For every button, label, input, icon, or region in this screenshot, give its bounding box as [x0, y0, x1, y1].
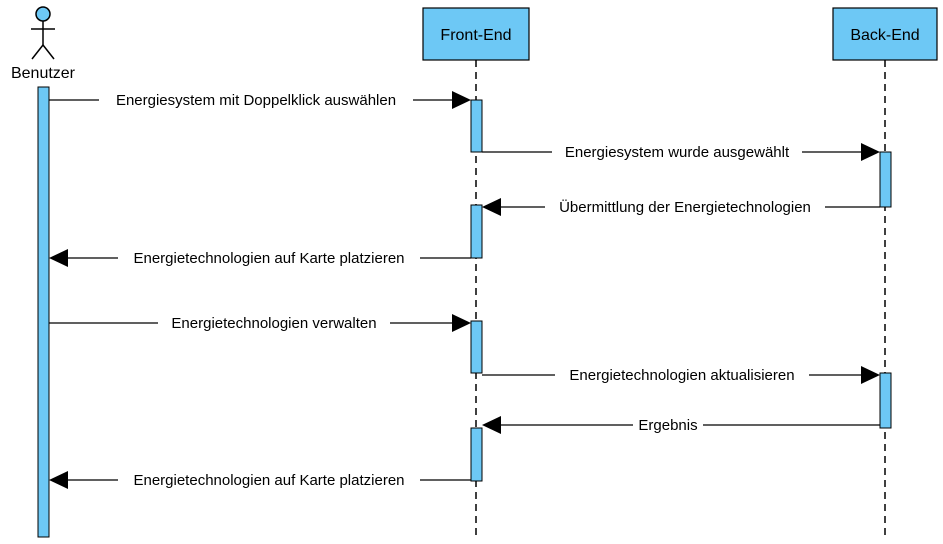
message-arrow: Energietechnologien aktualisieren — [482, 365, 880, 385]
message-label: Energiesystem wurde ausgewählt — [565, 144, 790, 161]
activation-bar-back-end — [879, 372, 892, 429]
message-arrow: Energiesystem wurde ausgewählt — [482, 142, 880, 162]
stick-figure-icon — [31, 6, 55, 60]
actor-label: Benutzer — [11, 65, 76, 82]
message-label: Energietechnologien auf Karte platzieren — [133, 250, 404, 267]
activation-bar-front-end — [470, 427, 483, 482]
activation-bar-front-end — [470, 99, 483, 153]
activation-bar-front-end — [470, 204, 483, 259]
actor-benutzer: Benutzer — [11, 6, 76, 82]
message-label: Energietechnologien auf Karte platzieren — [133, 472, 404, 489]
participant-label: Front-End — [440, 27, 511, 44]
message-arrow: Energietechnologien verwalten — [49, 313, 471, 333]
message-arrow: Energiesystem mit Doppelklick auswählen — [49, 90, 471, 110]
message-arrow: Energietechnologien auf Karte platzieren — [49, 248, 471, 268]
message-arrow: Übermittlung der Energietechnologien — [482, 197, 880, 217]
participant-back-end: Back-End — [832, 7, 938, 535]
message-arrow: Energietechnologien auf Karte platzieren — [49, 470, 471, 490]
message-label: Energietechnologien aktualisieren — [569, 367, 794, 384]
activation-bar-user — [37, 86, 50, 538]
participant-box — [832, 7, 938, 61]
activation-bar-front-end — [470, 320, 483, 374]
message-label: Energietechnologien verwalten — [171, 315, 376, 332]
message-label: Energiesystem mit Doppelklick auswählen — [116, 92, 396, 109]
participant-label: Back-End — [850, 27, 919, 44]
message-label: Übermittlung der Energietechnologien — [559, 198, 811, 216]
participant-front-end: Front-End — [422, 7, 530, 535]
participant-box — [422, 7, 530, 61]
message-arrow: Ergebnis — [482, 415, 880, 435]
activation-bar-back-end — [879, 151, 892, 208]
message-label: Ergebnis — [638, 417, 697, 434]
